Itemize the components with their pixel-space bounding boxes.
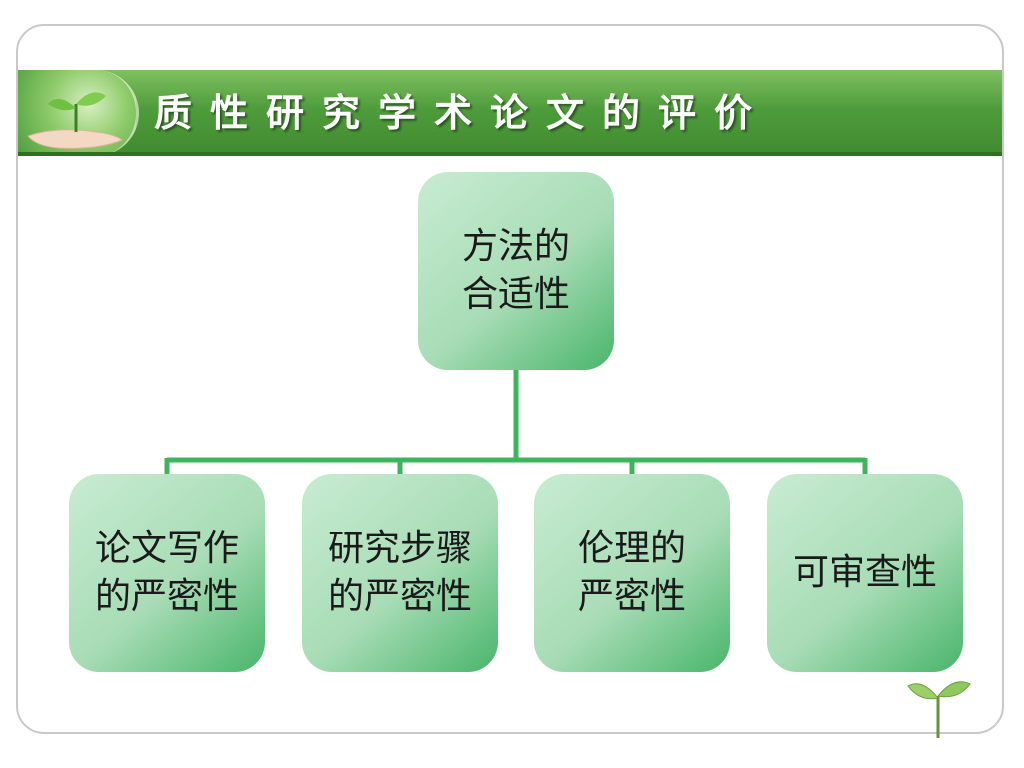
child-node-procedure-rigor: 研究步骤 的严密性 (302, 474, 498, 672)
child-node-ethics-rigor: 伦理的 严密性 (534, 474, 730, 672)
title-banner: 质性研究学术论文的评价 (18, 70, 1002, 156)
child-node-label: 伦理的 严密性 (577, 528, 686, 617)
child-node-label: 研究步骤 的严密性 (327, 528, 472, 617)
child-node-writing-rigor: 论文写作 的严密性 (69, 474, 265, 672)
root-node-label: 方法的 合适性 (461, 226, 570, 315)
child-node-label: 论文写作 的严密性 (94, 528, 239, 617)
child-node-label: 可审查性 (792, 552, 937, 593)
seedling-icon (907, 681, 971, 738)
seedling-hand-photo (18, 70, 139, 156)
child-node-auditability: 可审查性 (767, 474, 963, 672)
root-node: 方法的 合适性 (418, 172, 614, 370)
seedling-hand-icon (27, 92, 124, 149)
slide-title: 质性研究学术论文的评价 (154, 91, 771, 135)
